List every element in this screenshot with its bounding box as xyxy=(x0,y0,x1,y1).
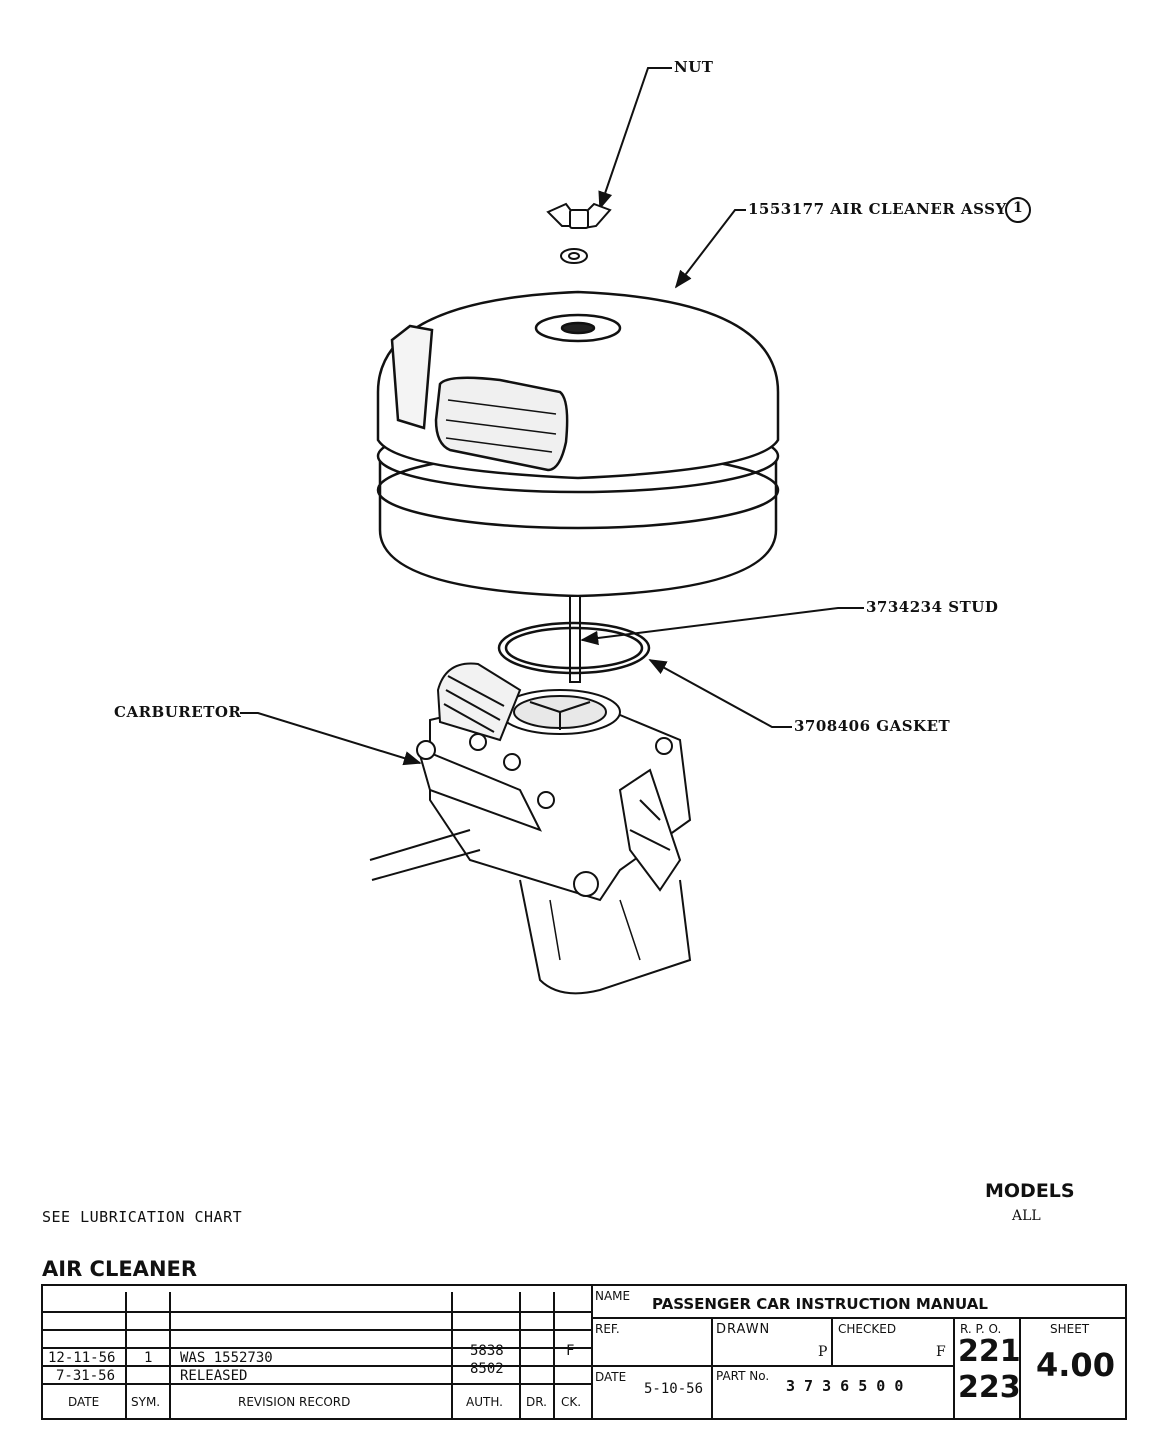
air-cleaner-housing xyxy=(376,290,780,598)
rev-header-dr: DR. xyxy=(526,1395,547,1409)
rev-row-1-record: WAS 1552730 xyxy=(180,1350,273,1366)
rev-header-sym: SYM. xyxy=(131,1395,161,1409)
carburetor-leader xyxy=(240,712,422,766)
carburetor-callout: CARBURETOR xyxy=(114,703,242,721)
checked-value: F xyxy=(936,1344,946,1360)
checked-label: CHECKED xyxy=(838,1322,897,1336)
gasket-leader xyxy=(648,659,792,728)
date-label: DATE xyxy=(595,1370,627,1384)
rev-row-1-ck: F xyxy=(566,1343,575,1359)
rev-row-1-date: 12-11-56 xyxy=(48,1350,116,1366)
air-cleaner-callout: 1553177 AIR CLEANER ASSY xyxy=(748,200,1007,218)
page-title: AIR CLEANER xyxy=(42,1257,198,1281)
rpo-value-2: 223 xyxy=(958,1370,1021,1405)
rev-header-ck: CK. xyxy=(561,1395,582,1409)
nut-callout: NUT xyxy=(674,58,714,76)
leader-lines xyxy=(240,67,864,766)
carburetor xyxy=(369,662,692,995)
name-value: PASSENGER CAR INSTRUCTION MANUAL xyxy=(652,1295,988,1313)
part-label: PART No. xyxy=(716,1369,770,1383)
stud-leader xyxy=(580,607,864,646)
models-value: ALL xyxy=(1012,1208,1041,1224)
rev-header-date: DATE xyxy=(68,1395,100,1409)
rpo-value-1: 221 xyxy=(958,1334,1021,1369)
name-label: NAME xyxy=(595,1289,631,1303)
sheet-label: SHEET xyxy=(1050,1322,1090,1336)
stud xyxy=(569,595,581,683)
drawn-value: P xyxy=(818,1344,828,1360)
drawn-label: DRAWN xyxy=(716,1322,771,1337)
rev-row-1-auth: 5838 xyxy=(470,1343,504,1359)
stud-callout: 3734234 STUD xyxy=(866,598,999,616)
wing-nut xyxy=(546,202,612,230)
gasket-callout: 3708406 GASKET xyxy=(794,717,951,735)
note-number: 1 xyxy=(1013,200,1024,216)
sheet-value: 4.00 xyxy=(1036,1346,1115,1384)
rev-header-record: REVISION RECORD xyxy=(238,1395,351,1409)
rev-row-2-auth: 8502 xyxy=(470,1361,504,1377)
models-label: MODELS xyxy=(985,1180,1075,1202)
lubrication-note: SEE LUBRICATION CHART xyxy=(42,1208,243,1226)
date-value: 5-10-56 xyxy=(644,1381,704,1397)
ref-label: REF. xyxy=(595,1322,620,1336)
washer xyxy=(560,248,588,264)
rev-header-auth: AUTH. xyxy=(466,1395,503,1409)
rev-row-2-record: RELEASED xyxy=(180,1368,248,1384)
air-cleaner-leader xyxy=(674,209,746,289)
note-circle xyxy=(1005,197,1031,223)
nut-leader xyxy=(598,67,672,210)
part-value: 3 7 3 6 5 0 0 xyxy=(786,1377,904,1395)
rev-row-1-sym: 1 xyxy=(144,1350,153,1366)
gasket xyxy=(497,621,651,675)
rpo-label: R. P. O. xyxy=(960,1322,1002,1336)
rev-row-2-date: 7-31-56 xyxy=(56,1368,116,1384)
